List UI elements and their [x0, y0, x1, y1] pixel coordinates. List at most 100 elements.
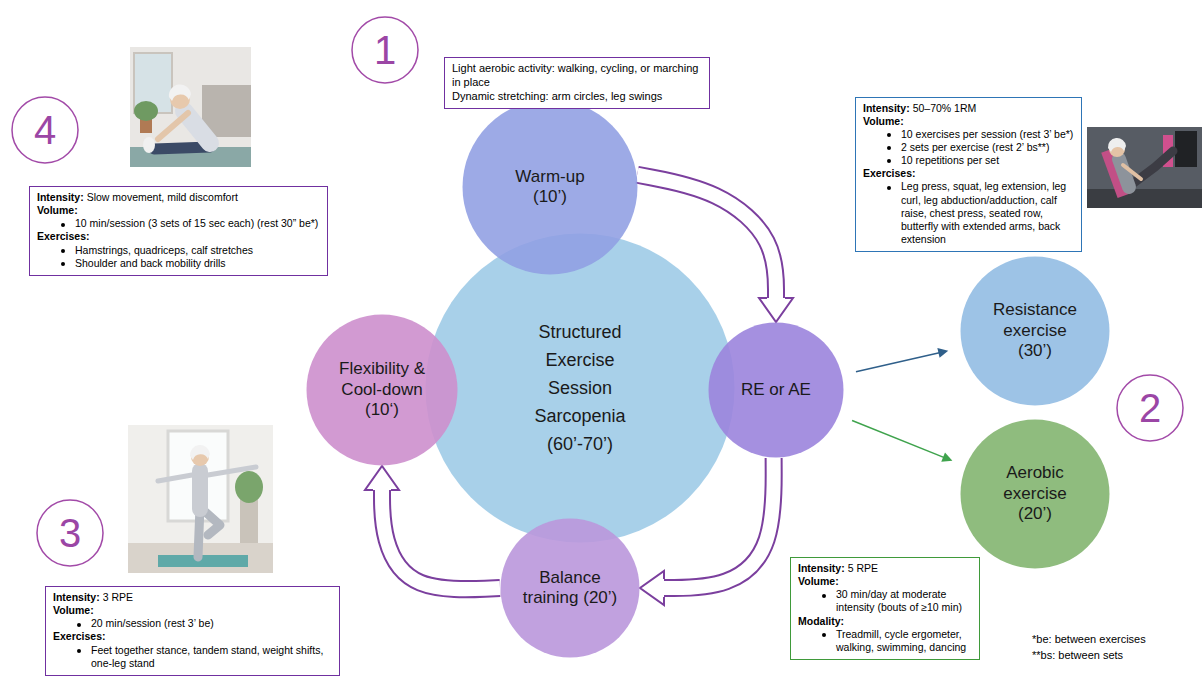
stretching-photo — [130, 47, 251, 167]
callout-circle — [37, 500, 103, 566]
circle-text-area: Balance training (20’) — [500, 518, 640, 658]
callout-number: 4 — [34, 110, 56, 150]
bullet-item: 30 min/day at moderate intensity (bouts … — [798, 588, 972, 614]
balance-photo — [128, 425, 273, 573]
leg-press-photo — [1087, 127, 1202, 208]
circle-text-area: RE or AE — [708, 322, 844, 458]
leg-press-photo — [1119, 159, 1129, 187]
balance-photo — [158, 475, 192, 481]
box-heading: Volume: — [37, 204, 320, 217]
stretching-photo — [158, 113, 188, 139]
phase-circle: Flexibility & Cool-down (10‘) — [306, 314, 458, 466]
balance-photo — [235, 471, 263, 503]
phase-circle: Balance training (20’) — [500, 518, 640, 658]
arrow-line — [856, 353, 940, 372]
leg-press-photo — [1108, 138, 1126, 152]
box-heading: Intensity: — [863, 102, 910, 114]
bullet-item: Hamstrings, quadriceps, calf stretches — [37, 244, 320, 257]
bullet-item: 10 exercises per session (rest 3’ be*) — [863, 128, 1074, 141]
callout-circle — [12, 97, 78, 163]
circle-fill — [501, 519, 640, 658]
bullet-item: 20 min/session (rest 3’ be) — [53, 617, 332, 630]
circle-text-column: Structured Exercise Session Sarcopenia (… — [524, 318, 636, 458]
circle-label: Aerobic exercise (20’) — [984, 463, 1086, 524]
box-text: 3 RPE — [103, 591, 133, 603]
detail-box: Intensity:5 RPEVolume:30 min/day at mode… — [790, 557, 980, 660]
bullet-item: Leg press, squat, leg extension, leg cur… — [863, 180, 1074, 246]
circle-fill — [961, 257, 1110, 406]
circle-text-column: Resistance exercise (30’) — [984, 300, 1086, 361]
box-heading: Modality: — [798, 615, 972, 628]
stretching-photo — [154, 147, 210, 149]
circle-text-area: Warm-up (10’) — [462, 99, 638, 275]
circle-fill — [463, 100, 638, 275]
box-text: 5 RPE — [848, 562, 878, 574]
detail-box: Intensity:50–70% 1RMVolume:10 exercises … — [855, 97, 1082, 252]
leg-press-photo — [1123, 165, 1141, 179]
arrow-head — [640, 571, 664, 605]
arrow-head — [937, 348, 948, 358]
bullet-item: Treadmill, cycle ergometer, walking, swi… — [798, 628, 972, 654]
stretching-photo — [130, 47, 251, 167]
box-text: Dynamic stretching: arm circles, leg swi… — [452, 90, 702, 104]
circle-text-column: Balance training (20’) — [512, 568, 628, 609]
box-heading: Intensity: — [37, 191, 84, 203]
circle-label: Resistance exercise (30’) — [984, 300, 1086, 361]
circle-fill — [961, 420, 1110, 569]
bullet-item: 2 sets per exercise (rest 2’ bs**) — [863, 141, 1074, 154]
callout-number: 2 — [1139, 388, 1161, 428]
arrow-head — [365, 466, 399, 490]
callout-circle — [1117, 375, 1183, 441]
footnote: *be: between exercises — [1032, 633, 1146, 646]
detail-box: Intensity:Slow movement, mild discomfort… — [29, 186, 328, 276]
bullet-item: Feet together stance, tandem stand, weig… — [53, 644, 332, 670]
stretching-photo — [169, 84, 191, 101]
phase-circle: RE or AE — [708, 322, 844, 458]
circle-label: RE or AE — [720, 380, 832, 400]
circle-label: Warm-up (10’) — [502, 167, 598, 208]
arrow-head — [759, 298, 793, 322]
circle-label: Balance training (20’) — [512, 568, 628, 609]
circle-fill — [709, 323, 844, 458]
detail-box: Light aerobic activity: walking, cycling… — [444, 57, 710, 109]
callout-number: 1 — [374, 30, 396, 70]
leg-press-photo — [1087, 189, 1202, 208]
session-circle: Structured Exercise Session Sarcopenia (… — [425, 233, 735, 543]
detail-box: Intensity:3 RPEVolume:20 min/session (re… — [45, 586, 340, 676]
circle-fill — [426, 234, 735, 543]
circle-text-area: Structured Exercise Session Sarcopenia (… — [425, 233, 735, 543]
circle-text-area: Resistance exercise (30’) — [960, 256, 1110, 406]
box-heading: Volume: — [53, 604, 332, 617]
phase-circle: Warm-up (10’) — [462, 99, 638, 275]
box-heading: Volume: — [863, 115, 1074, 128]
box-heading: Intensity: — [798, 562, 845, 574]
arrow-line — [852, 421, 945, 458]
callout-number: 3 — [59, 513, 81, 553]
bullet-item: 10 min/session (3 sets of 15 sec each) (… — [37, 217, 320, 230]
balance-photo — [208, 467, 256, 475]
balance-photo — [190, 445, 210, 460]
circle-fill — [307, 315, 458, 466]
box-text: Slow movement, mild discomfort — [87, 191, 238, 203]
arrow-head — [640, 571, 664, 605]
leg-press-photo — [1175, 131, 1197, 167]
leg-press-photo — [1087, 127, 1202, 208]
box-heading: Exercises: — [863, 167, 1074, 180]
balance-photo — [192, 471, 208, 509]
stretching-photo — [143, 137, 155, 153]
box-text: Light aerobic activity: walking, cycling… — [452, 62, 702, 90]
circle-text-column: Flexibility & Cool-down (10‘) — [326, 359, 438, 420]
balance-photo — [158, 555, 248, 567]
bullet-item: 10 repetitions per set — [863, 154, 1074, 167]
circle-text-column: Aerobic exercise (20’) — [984, 463, 1086, 524]
box-heading: Exercises: — [53, 630, 332, 643]
box-heading: Volume: — [798, 575, 972, 588]
circle-text-column: RE or AE — [720, 380, 832, 400]
circle-text-area: Aerobic exercise (20’) — [960, 419, 1110, 569]
circle-label: Structured Exercise Session Sarcopenia (… — [524, 318, 636, 458]
circle-text-area: Flexibility & Cool-down (10‘) — [306, 314, 458, 466]
bullet-item: Shoulder and back mobility drills — [37, 257, 320, 270]
box-heading: Exercises: — [37, 230, 320, 243]
